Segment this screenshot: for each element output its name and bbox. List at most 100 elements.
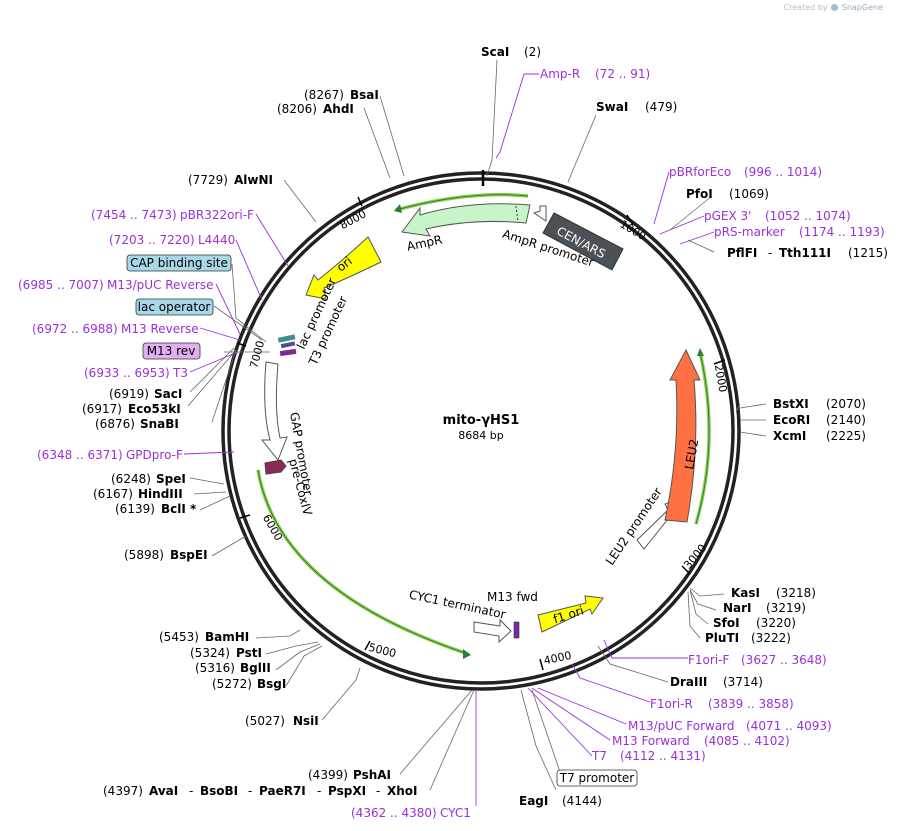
- leader-t7: [527, 687, 593, 757]
- cap-binding-site-label: CAP binding site: [130, 256, 228, 270]
- site-pos-kasi: (3218): [776, 586, 816, 600]
- tick-3000: [681, 565, 691, 575]
- primer-range-m13-reverse: (6972 .. 6988): [32, 322, 118, 336]
- tick-label-2000: 2000: [712, 363, 730, 393]
- leader-t7prom: [531, 689, 561, 773]
- cds-highlight-left: [256, 469, 469, 656]
- leader-bsgi: [285, 645, 323, 687]
- site-name-swai: SwaI: [596, 100, 628, 114]
- site-name-pflfi: PflFI: [727, 246, 757, 260]
- tick-label-7000: 7000: [247, 339, 267, 369]
- site-name-ahdi: AhdI: [323, 102, 354, 116]
- multisite-paer7i: PaeR7I: [259, 784, 306, 798]
- leader-pluti: [687, 591, 701, 639]
- site-name-nsii: NsiI: [293, 714, 319, 728]
- site-name-psti: PstI: [236, 646, 262, 660]
- primer-range-pbrforeco: (996 .. 1014): [744, 165, 822, 179]
- site-leaders: [183, 59, 767, 806]
- multisite-sep-4: -: [376, 784, 380, 798]
- multisite-sep-1: -: [189, 784, 193, 798]
- tick-1000: [626, 214, 634, 226]
- primer-range-m13puc-fwd: (4071 .. 4093): [746, 719, 832, 733]
- multisite-sep-3: -: [317, 784, 321, 798]
- multisite-bsobi: BsoBI: [200, 784, 238, 798]
- cyc1-terminator-arrow: [473, 618, 512, 644]
- ampr-arrow: [401, 203, 531, 237]
- leader-xhoi: [429, 689, 475, 791]
- leader-pbr322: [255, 213, 289, 267]
- tick-4000: [539, 658, 544, 671]
- site-pos-ahdi: (8206): [277, 102, 317, 116]
- ampr-cds-head: [394, 204, 402, 213]
- leader-psti: [265, 641, 319, 655]
- site-pos-saci: (6919): [109, 387, 149, 401]
- site-name-bspei: BspEI: [170, 548, 208, 562]
- site-name-bamhi: BamHI: [205, 630, 249, 644]
- site-pos-eagi: (4144): [562, 794, 602, 808]
- primer-name-pgex: pGEX 3': [704, 209, 751, 223]
- site-pos-ecori: (2140): [826, 413, 866, 427]
- site-name-ecori: EcoRI: [773, 413, 810, 427]
- leader-m13puc-rev: [215, 283, 241, 335]
- primer-name-m13-reverse: M13 Reverse: [121, 322, 199, 336]
- m13-rev-label: M13 rev: [147, 344, 196, 358]
- backbone-inner-strand: [227, 177, 735, 685]
- leader-bstxi: [735, 403, 741, 413]
- cds-line-left: [257, 469, 469, 655]
- t7-promoter-box: [556, 769, 638, 787]
- leader-pfoi: [669, 195, 713, 231]
- leader-snabi: [211, 349, 237, 423]
- site-pos-bsai: (8267): [304, 88, 344, 102]
- cen-ars-block: [542, 212, 624, 271]
- primer-name-t7: T7: [591, 749, 607, 763]
- site-name-xcmi: XcmI: [773, 429, 806, 443]
- leader-nsii: [321, 667, 361, 721]
- site-pos-hindiii: (6167): [93, 487, 133, 501]
- snapgene-credit: Created by SnapGene: [784, 3, 883, 12]
- site-name-kasi: KasI: [731, 586, 760, 600]
- primer-range-pbr322: (7454 .. 7473): [91, 208, 177, 222]
- site-name-bcli: BclI *: [161, 502, 197, 516]
- primer-range-gpdpro: (6348 .. 6371): [37, 448, 123, 462]
- leader-f1ori-f: [603, 639, 688, 659]
- leader-ahdi: [363, 107, 391, 179]
- backbone: [221, 171, 741, 691]
- primer-range-l4440: (7203 .. 7220): [109, 233, 195, 247]
- ampr-promoter-arrow: [532, 205, 547, 222]
- leader-bspei: [211, 535, 247, 557]
- primer-name-t3: T3: [172, 366, 188, 380]
- leader-swai: [567, 114, 597, 183]
- leader-t3: [189, 351, 239, 373]
- leader-scai: [486, 59, 498, 177]
- leader-bglii: [275, 643, 321, 671]
- snapgene-icon: [831, 4, 839, 11]
- site-name-pshai: PshAI: [353, 768, 391, 782]
- primer-name-m13puc-fwd: M13/pUC Forward: [628, 719, 735, 733]
- leader-spei: [189, 477, 225, 485]
- m13-rev-box: [142, 342, 201, 360]
- site-name-pluti: PluTI: [705, 631, 739, 645]
- site-name-bsgi: BsgI: [257, 677, 286, 691]
- leader-eco53ki: [187, 349, 237, 407]
- cap-box: [126, 254, 232, 272]
- site-pos-spei: (6248): [111, 472, 151, 486]
- site-name-spei: SpeI: [156, 472, 186, 486]
- primer-range-pgex: (1052 .. 1074): [765, 209, 851, 223]
- leader-cap: [231, 263, 267, 343]
- primer-range-f1ori-r: (3839 .. 3858): [708, 697, 794, 711]
- leader-m13-reverse: [199, 327, 241, 341]
- primer-range-t3: (6933 .. 6953): [84, 366, 170, 380]
- tick-5000: [364, 640, 371, 651]
- site-pos-bamhi: (5453): [159, 630, 199, 644]
- site-pos-bcli: (6139): [115, 502, 155, 516]
- plasmid-size: 8684 bp: [458, 429, 503, 442]
- primer-range-cyc1: (4362 .. 4380): [351, 806, 437, 820]
- brand-text: SnapGene: [841, 3, 883, 12]
- site-name-nari: NarI: [723, 601, 752, 615]
- leader-saci: [189, 347, 235, 393]
- primer-range-amp-r: (72 .. 91): [595, 67, 650, 81]
- site-pos-bstxi: (2070): [826, 397, 866, 411]
- gap-promoter-arrow: [260, 361, 288, 461]
- leader-eagi: [520, 689, 557, 791]
